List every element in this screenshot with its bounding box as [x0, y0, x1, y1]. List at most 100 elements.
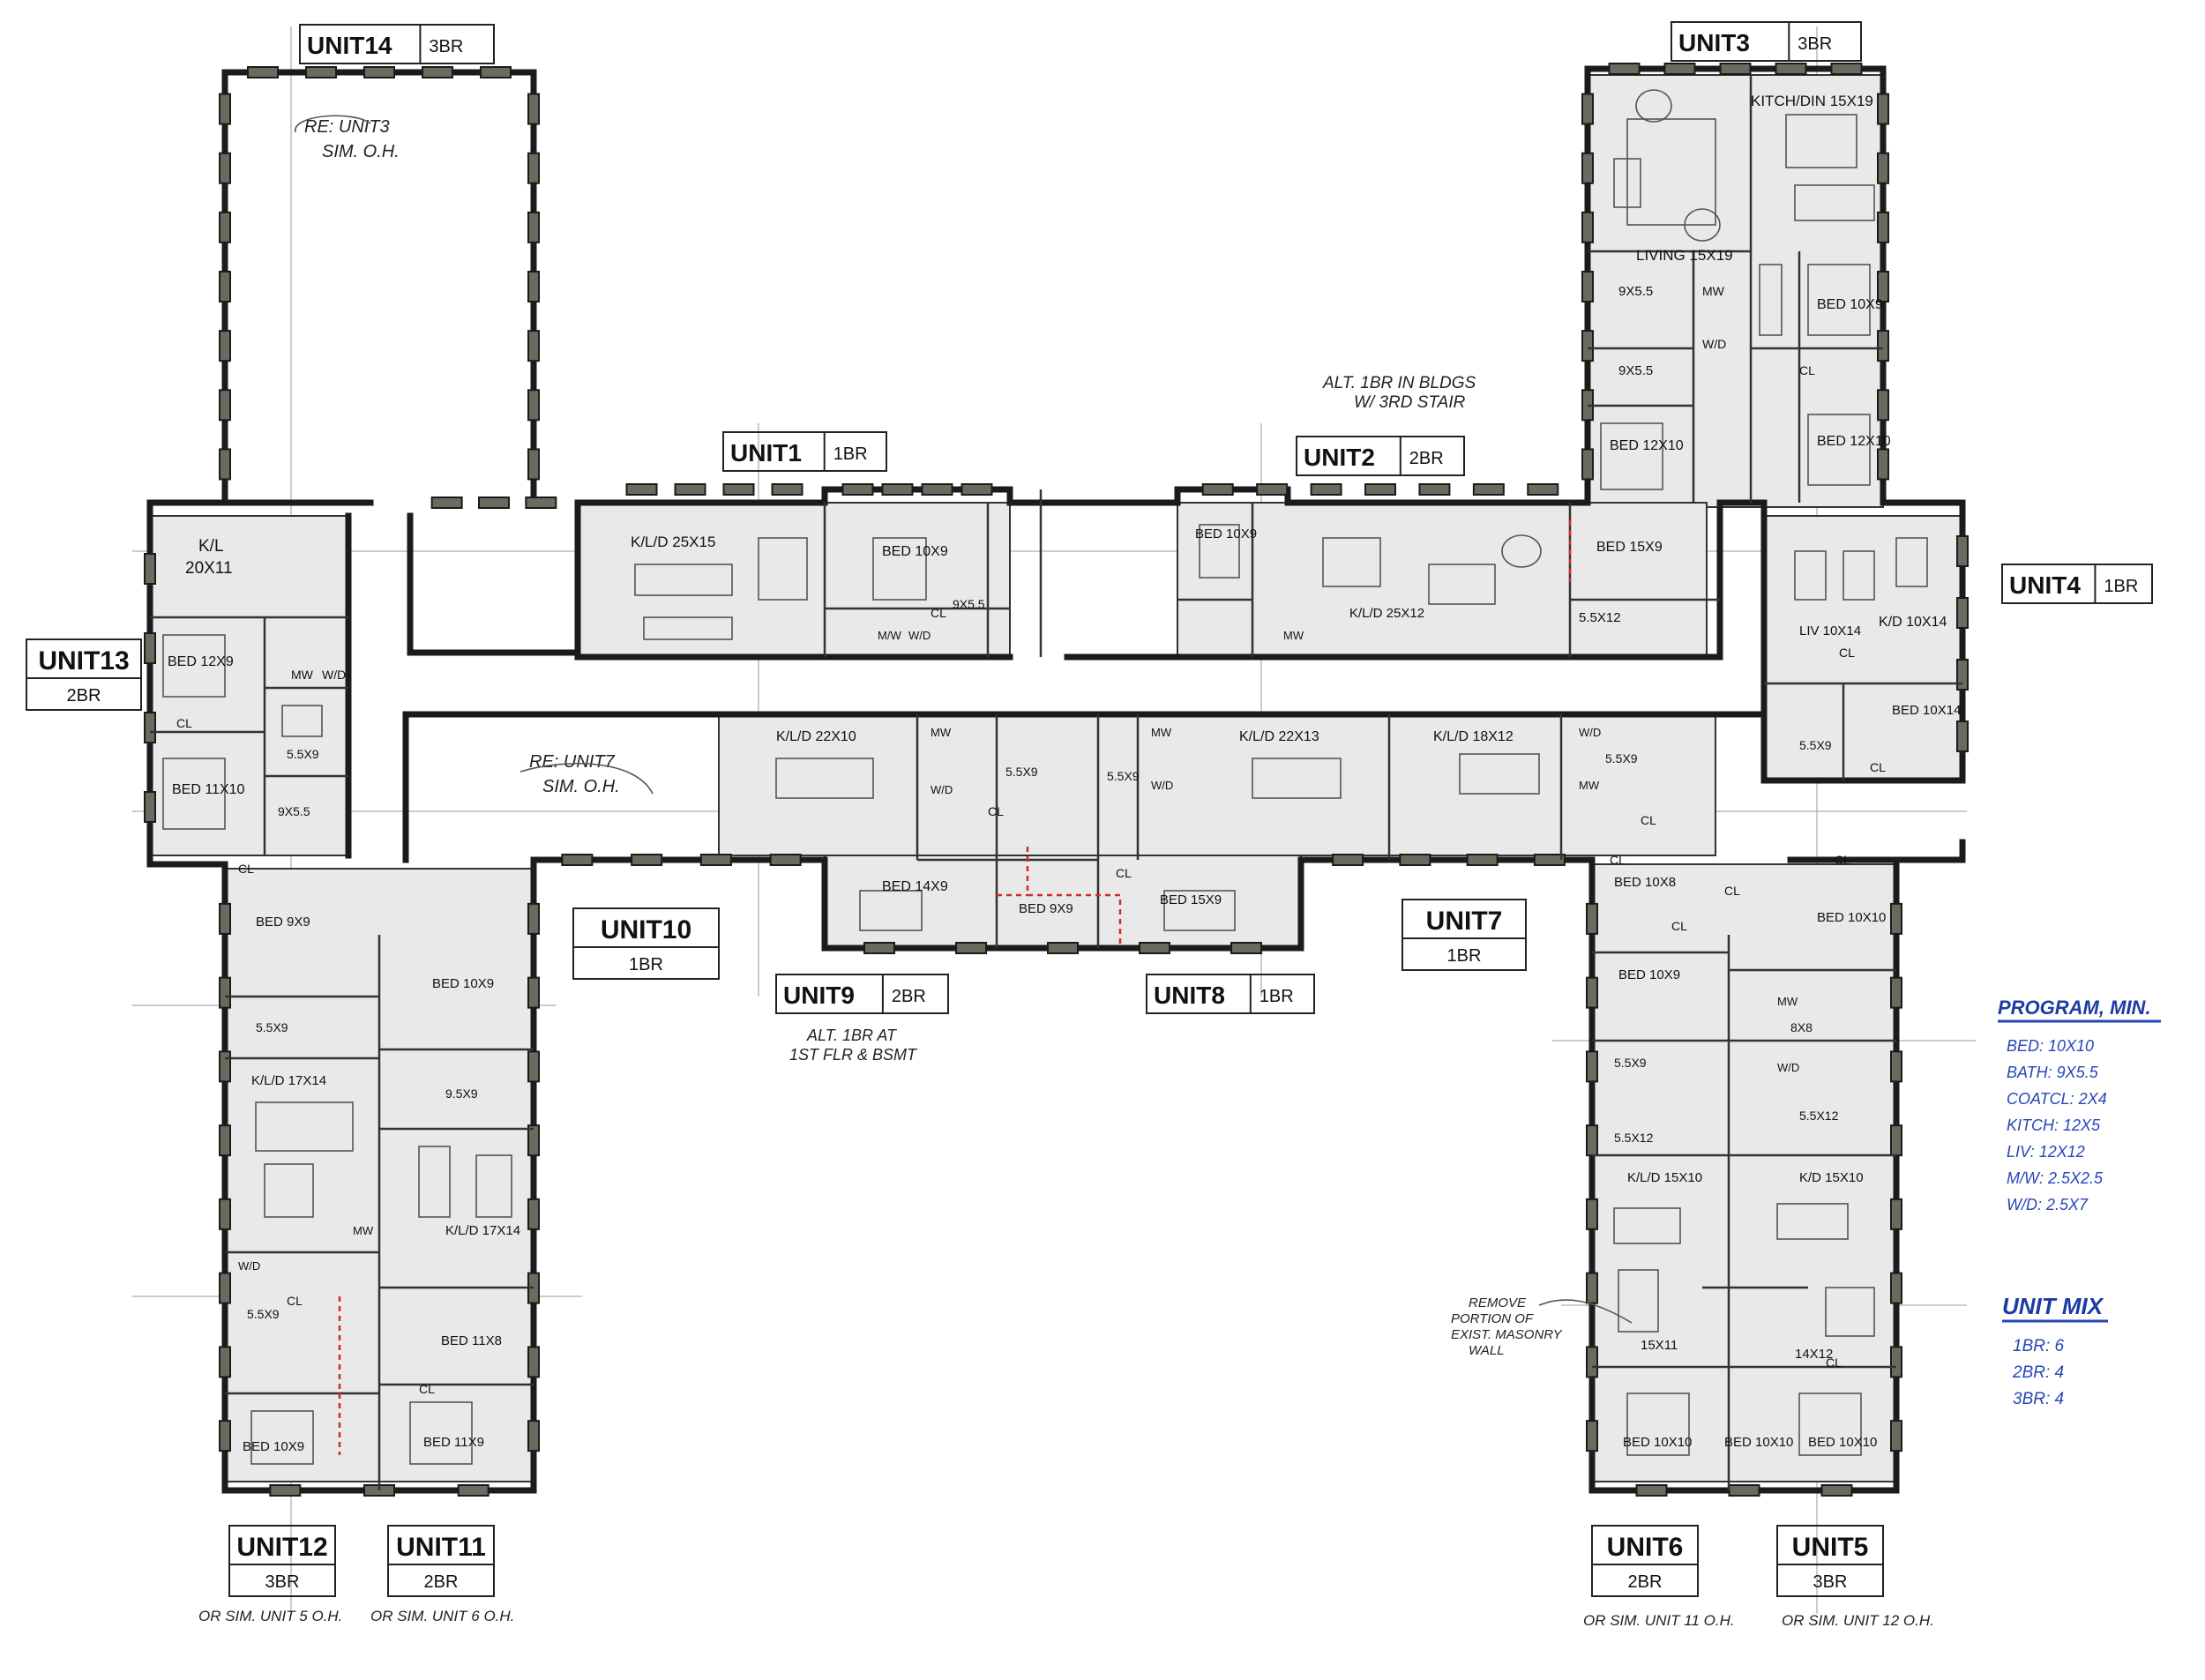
unit-mix-item: 2BR: 4: [2012, 1363, 2064, 1382]
room-label-u3-kitch: KITCH/DIN 15X19: [1751, 93, 1873, 109]
unit-name: UNIT1: [730, 439, 802, 467]
unit-mix-title: UNIT MIX: [2002, 1293, 2104, 1319]
masonry-pier: [219, 1198, 231, 1230]
masonry-pier: [1890, 1050, 1902, 1083]
masonry-pier: [955, 942, 987, 954]
masonry-pier: [1581, 152, 1594, 184]
room-label-u6-bed3: BED 10X10: [1724, 1435, 1793, 1450]
room-label-u4-bed: BED 10X14: [1892, 703, 1961, 718]
masonry-pier: [527, 1420, 540, 1452]
unit-type: 2BR: [424, 1572, 459, 1592]
masonry-pier: [1586, 1420, 1598, 1452]
room-label-u13-bed2: BED 11X10: [172, 782, 245, 797]
masonry-pier: [1877, 93, 1889, 125]
room-label-u3-bath1: 9X5.5: [1618, 284, 1653, 299]
masonry-pier: [1533, 854, 1566, 866]
masonry-pier: [1581, 271, 1594, 302]
unit-type: 1BR: [629, 955, 663, 974]
room-label-u3-bed2: BED 12X10: [1610, 438, 1684, 453]
room-label-u6-bed1: BED 10X9: [1618, 967, 1680, 982]
masonry-pier: [219, 448, 231, 481]
room-label-u3-wd: W/D: [1702, 337, 1726, 351]
masonry-pier: [219, 1420, 231, 1452]
masonry-pier: [1332, 854, 1364, 866]
closet-label: CL: [1835, 853, 1850, 867]
masonry-pier: [1399, 854, 1431, 866]
room-label-u2-mw: MW: [1283, 629, 1304, 642]
masonry-pier: [219, 389, 231, 422]
room-label-u6-bath1: 5.5X9: [1614, 1056, 1647, 1070]
tag-box: [1591, 1525, 1699, 1597]
room-label-u11-kld: K/L/D 17X14: [445, 1223, 520, 1238]
masonry-pier: [1775, 63, 1807, 75]
masonry-pier: [1830, 63, 1863, 75]
masonry-pier: [1139, 942, 1170, 954]
masonry-pier: [1890, 1124, 1902, 1157]
masonry-pier: [1310, 483, 1342, 496]
unit-mix-item: 1BR: 6: [2013, 1337, 2065, 1355]
note-alt-1br-2: W/ 3RD STAIR: [1354, 393, 1466, 412]
masonry-pier: [525, 497, 557, 509]
masonry-pier: [1586, 1124, 1598, 1157]
masonry-pier: [1586, 976, 1598, 1009]
room-label-u5-kld: K/D 15X10: [1799, 1170, 1864, 1185]
tag-box: [572, 907, 720, 980]
masonry-pier: [1364, 483, 1396, 496]
masonry-pier: [219, 1272, 231, 1304]
note-unit14-re: RE: UNIT3: [304, 117, 390, 137]
room-label-u13-kl: K/L: [198, 537, 224, 556]
masonry-pier: [1877, 389, 1889, 422]
note-remove-3: EXIST. MASONRY: [1451, 1327, 1563, 1342]
unit-type: 2BR: [1628, 1572, 1663, 1592]
masonry-pier: [1581, 211, 1594, 243]
masonry-pier: [1890, 1420, 1902, 1452]
masonry-pier: [1890, 1346, 1902, 1378]
masonry-pier: [631, 854, 663, 866]
unit-name: UNIT3: [1678, 29, 1750, 56]
note-unit12-or: OR SIM. UNIT 5 O.H.: [198, 1608, 342, 1624]
masonry-pier: [219, 1124, 231, 1157]
masonry-pier: [771, 483, 804, 496]
masonry-pier: [1877, 211, 1889, 243]
unit-name: UNIT12: [236, 1533, 327, 1562]
room-label-u12-mw: MW: [353, 1224, 374, 1237]
note-unit14-sim: SIM. O.H.: [322, 142, 400, 161]
unit-type: 1BR: [1447, 946, 1482, 966]
masonry-pier: [1728, 1484, 1760, 1497]
room-label-u13-kl-dim: 20X11: [185, 559, 233, 578]
masonry-pier: [144, 553, 156, 585]
masonry-pier: [1956, 721, 1969, 752]
room-label-u12-wd: W/D: [238, 1259, 260, 1273]
tag-box: [1296, 436, 1465, 476]
masonry-pier: [527, 211, 540, 243]
room-label-u7-kld: K/L/D 18X12: [1433, 729, 1514, 744]
masonry-pier: [863, 942, 895, 954]
masonry-pier: [769, 854, 802, 866]
unit-type: 3BR: [265, 1572, 300, 1592]
unit-type: 3BR: [1813, 1572, 1848, 1592]
masonry-pier: [1466, 854, 1499, 866]
masonry-pier: [625, 483, 658, 496]
interior-partitions: [150, 75, 1962, 1490]
masonry-pier: [1956, 659, 1969, 691]
room-label-u8-mw: MW: [1151, 726, 1172, 739]
room-label-u12-bath2: 5.5X9: [247, 1307, 280, 1321]
closet-label: CL: [1839, 646, 1855, 660]
room-label-u5-liv: 14X12: [1795, 1347, 1833, 1362]
note-remove-2: PORTION OF: [1451, 1311, 1534, 1326]
room-label-u3-bed1: BED 10X9: [1817, 297, 1883, 312]
unit-name: UNIT14: [307, 32, 392, 59]
masonry-pier: [363, 66, 395, 78]
tag-box: [1401, 899, 1527, 971]
masonry-pier: [1608, 63, 1641, 75]
room-label-u13-bath1: 5.5X9: [287, 747, 319, 761]
masonry-pier: [144, 791, 156, 823]
masonry-pier: [841, 483, 874, 496]
unit-type: 2BR: [1409, 449, 1444, 468]
room-label-u9-bed1: BED 14X9: [882, 879, 948, 894]
masonry-pier: [527, 448, 540, 481]
